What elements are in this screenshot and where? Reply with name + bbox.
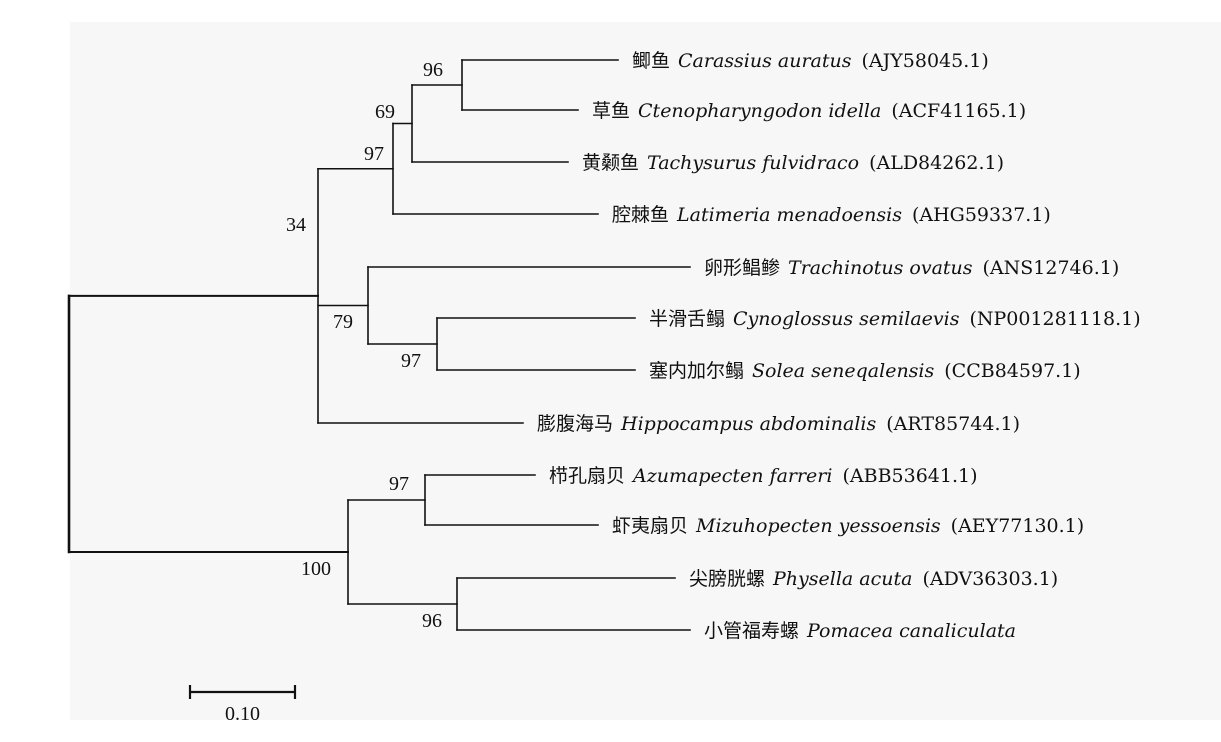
taxon-common-name: 尖膀胱螺: [689, 568, 765, 590]
taxon-label: 黄颡鱼 Tachysurus fulvidraco (ALD84262.1): [582, 152, 1004, 174]
taxon-common-name: 虾夷扇贝: [612, 515, 688, 537]
taxon-species-name: Pomacea canaliculata: [806, 620, 1016, 642]
taxon-accession: (AEY77130.1): [951, 515, 1085, 537]
taxon-label: 半滑舌鳎 Cynoglossus semilaevis (NP001281118.1…: [649, 308, 1141, 330]
taxon-species-name: Latimeria menadoensis: [676, 204, 902, 226]
taxon-common-name: 草鱼: [592, 100, 630, 122]
taxon-accession: (NP001281118.1): [969, 308, 1140, 330]
taxon-label: 小管福寿螺 Pomacea canaliculata: [704, 620, 1016, 642]
taxon-accession: (CCB84597.1): [944, 360, 1080, 382]
taxon-label: 腔棘鱼 Latimeria menadoensis (AHG59337.1): [612, 204, 1051, 226]
taxon-species-name: Physella acuta: [772, 568, 912, 590]
taxon-label: 虾夷扇贝 Mizuhopecten yessoensis (AEY77130.1): [612, 515, 1084, 537]
taxon-common-name: 膨腹海马: [537, 413, 613, 435]
bootstrap-value: 97: [364, 143, 384, 165]
taxon-species-name: Mizuhopecten yessoensis: [695, 515, 941, 537]
taxon-label: 草鱼 Ctenopharyngodon idella (ACF41165.1): [592, 100, 1026, 122]
taxon-species-name: Azumapecten farreri: [631, 465, 832, 487]
taxon-accession: (ANS12746.1): [983, 257, 1120, 279]
taxon-accession: (AJY58045.1): [862, 50, 989, 72]
taxon-common-name: 腔棘鱼: [612, 204, 669, 226]
bootstrap-value: 97: [389, 473, 409, 495]
taxon-species-name: Tachysurus fulvidraco: [647, 152, 859, 174]
taxon-species-name: Hippocampus abdominalis: [620, 413, 876, 435]
taxon-species-name: Carassius auratus: [678, 50, 852, 72]
taxon-species-name: Trachinotus ovatus: [788, 257, 973, 279]
taxon-label: 尖膀胱螺 Physella acuta (ADV36303.1): [689, 568, 1058, 590]
taxon-label: 塞内加尔鳎 Solea seneqalensis (CCB84597.1): [649, 360, 1081, 382]
taxon-label: 卵形鲳鲹 Trachinotus ovatus (ANS12746.1): [704, 257, 1119, 279]
scale-bar-label: 0.10: [225, 703, 260, 725]
bootstrap-value: 34: [286, 214, 306, 236]
taxon-label: 膨腹海马 Hippocampus abdominalis (ART85744.1): [537, 413, 1020, 435]
taxon-common-name: 鲫鱼: [632, 50, 670, 72]
taxon-species-name: Solea seneqalensis: [752, 360, 934, 382]
figure-background-panel: [70, 22, 1221, 720]
taxon-accession: (ABB53641.1): [842, 465, 977, 487]
taxon-label: 鲫鱼 Carassius auratus (AJY58045.1): [632, 50, 989, 72]
taxon-common-name: 塞内加尔鳎: [649, 360, 744, 382]
bootstrap-value: 79: [333, 311, 353, 333]
taxon-common-name: 半滑舌鳎: [649, 308, 725, 330]
taxon-accession: (AHG59337.1): [912, 204, 1051, 226]
taxon-common-name: 小管福寿螺: [704, 620, 799, 642]
taxon-accession: (ALD84262.1): [869, 152, 1004, 174]
bootstrap-value: 97: [401, 350, 421, 372]
taxon-accession: (ART85744.1): [886, 413, 1020, 435]
taxon-common-name: 栉孔扇贝: [549, 465, 625, 487]
taxon-species-name: Ctenopharyngodon idella: [638, 100, 881, 122]
bootstrap-value: 96: [423, 59, 443, 81]
bootstrap-value: 96: [422, 610, 442, 632]
taxon-label: 栉孔扇贝 Azumapecten farreri (ABB53641.1): [549, 465, 978, 487]
taxon-accession: (ACF41165.1): [891, 100, 1026, 122]
taxon-species-name: Cynoglossus semilaevis: [733, 308, 960, 330]
bootstrap-value: 69: [375, 101, 395, 123]
bootstrap-value: 100: [301, 558, 331, 580]
taxon-accession: (ADV36303.1): [922, 568, 1058, 590]
taxon-common-name: 黄颡鱼: [582, 152, 639, 174]
taxon-common-name: 卵形鲳鲹: [704, 257, 780, 279]
